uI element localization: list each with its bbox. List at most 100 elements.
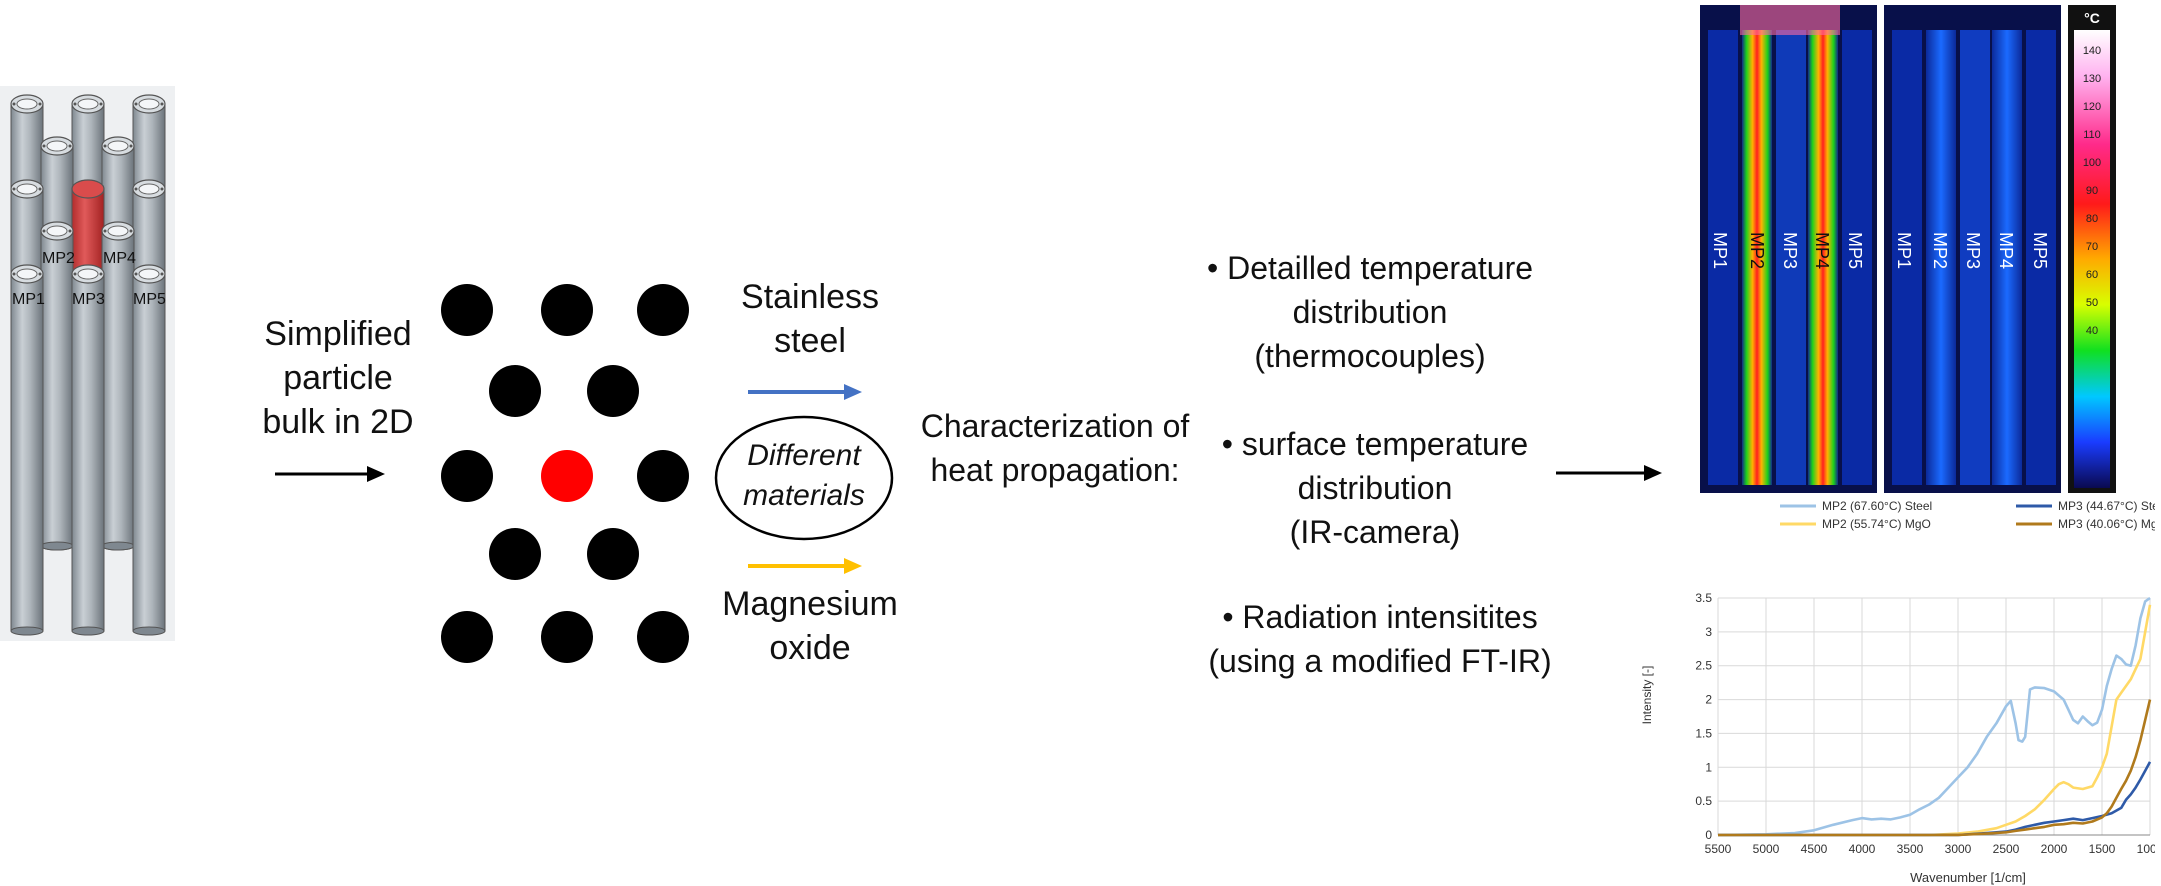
particle-dot [441,450,493,502]
ir-label-mp2: MP2 [1747,232,1767,269]
rod-bottom [71,626,105,636]
particle-dot [637,450,689,502]
different-materials-ellipse [714,415,894,541]
rod-screw [160,187,164,191]
different-materials-label: Different materials [743,439,865,512]
ir-label-mp5: MP5 [1845,232,1865,269]
ir-label-mp3: MP3 [1780,232,1800,269]
particle-dot [541,611,593,663]
rod-bottom [132,626,166,636]
rod-screw [134,272,138,276]
rod-label-mp2: MP2 [42,250,75,267]
simplified-bulk-label: Simplified particle bulk in 2D [262,315,414,441]
y-tick-label: 1 [1705,760,1712,774]
particle-dot [637,611,689,663]
rod-bottom [101,541,135,551]
rod-top-hole [107,140,129,152]
colorbar-unit: °C [2084,10,2100,26]
colorbar-tick: 100 [2083,157,2101,169]
x-tick-label: 5500 [1705,842,1732,856]
x-tick-label: 3000 [1945,842,1972,856]
colorbar-tick: 40 [2086,325,2098,337]
particle-dot [441,611,493,663]
rod-screw [73,272,77,276]
particle-dot [489,365,541,417]
colorbar-tick: 90 [2086,185,2098,197]
rod-screw [42,229,46,233]
ir-label-mp2: MP2 [1930,232,1950,269]
rod-screw [103,229,107,233]
rod-cylinder [71,273,105,632]
x-tick-label: 4000 [1849,842,1876,856]
rod-label-mp4: MP4 [103,250,136,267]
rod-top-hole [16,268,38,280]
rod-screw [42,144,46,148]
rod-screw [12,272,16,276]
rod-screw [38,102,42,106]
particle-dot [489,528,541,580]
arrow-to-dots [275,466,385,482]
colorbar-tick: 70 [2086,241,2098,253]
colorbar-tick: 140 [2083,45,2101,57]
y-tick-label: 2.5 [1695,659,1712,673]
y-tick-label: 1.5 [1695,726,1712,740]
colorbar-tick: 120 [2083,101,2101,113]
rod-label-mp3: MP3 [72,291,105,308]
ir-label-mp1: MP1 [1710,232,1730,269]
rod-screw [134,102,138,106]
colorbar-tick: 60 [2086,269,2098,281]
rod-bundle-render: MP1 MP2 MP3 MP4 MP5 [0,86,175,641]
x-tick-label: 2000 [2041,842,2068,856]
characterization-label: Characterization of heat propagation: [920,408,1190,488]
series-line-0 [1717,596,2151,837]
colorbar-tick: 50 [2086,297,2098,309]
bullet-ir-camera: • surface temperature distribution (IR-c… [1221,426,1529,550]
stainless-steel-label: Stainless steel [741,278,879,360]
rod-screw [12,102,16,106]
x-tick-label: 5000 [1753,842,1780,856]
rod-bottom [10,626,44,636]
bullet-thermocouples: • Detailled temperature distribution (th… [1206,250,1534,374]
rod-top-hole [46,140,68,152]
rod-screw [134,187,138,191]
ir-label-mp4: MP4 [1812,232,1832,269]
rod-screw [38,187,42,191]
rod-screw [12,187,16,191]
rod-top [71,179,105,199]
bullet-dot: • [1221,426,1242,462]
x-tick-label: 4500 [1801,842,1828,856]
rod-screw [160,102,164,106]
rod-screw [129,229,133,233]
rod-top-hole [138,268,160,280]
ir-label-mp5: MP5 [2030,232,2050,269]
rod-screw [68,229,72,233]
x-tick-label: 1500 [2089,842,2116,856]
rod-top-hole [16,98,38,110]
series-line-3 [1718,699,2152,837]
rod-cylinder [101,230,135,547]
ir-label-mp4: MP4 [1996,232,2016,269]
y-tick-label: 3.5 [1695,591,1712,605]
particle-dot [637,284,689,336]
bullet-dot: • [1222,599,1243,635]
rod-top-hole [46,225,68,237]
legend-label: MP2 (55.74°C) MgO [1822,517,1931,531]
rod-screw [99,102,103,106]
colorbar-tick: 130 [2083,73,2101,85]
particle-dot-pattern [441,284,689,663]
y-tick-label: 2 [1705,693,1712,707]
magnesium-oxide-label: Magnesium oxide [722,585,898,667]
particle-dot [587,528,639,580]
particle-dot [441,284,493,336]
arrow-to-results [1556,465,1662,481]
rod-screw [68,144,72,148]
colorbar-tick: 110 [2083,129,2101,141]
arrow-mgo [748,558,862,574]
rod-screw [38,272,42,276]
y-tick-label: 0 [1705,828,1712,842]
rod-top-hole [16,183,38,195]
particle-dot [541,284,593,336]
ir-label-mp3: MP3 [1963,232,1983,269]
ir-thermal-images: MP1 MP2 MP3 MP4 MP5 MP1 MP2 MP3 MP4 MP5 … [1700,5,2116,493]
